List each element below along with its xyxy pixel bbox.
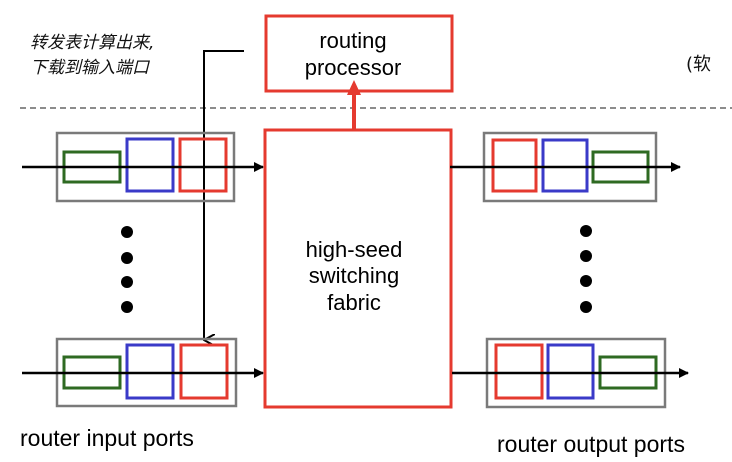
switching-fabric-box: high-seed switching fabric — [263, 128, 453, 409]
queue-buffer-blue — [546, 343, 595, 400]
fabric-label-3: fabric — [327, 290, 381, 315]
annotation-line-2: 下载到输入端口 — [30, 58, 151, 78]
fabric-label-2: switching — [309, 263, 399, 288]
queue-buffer-red — [494, 343, 544, 400]
input-port-bottom — [22, 337, 264, 408]
queue-buffer-red — [491, 138, 538, 193]
output-port-top — [450, 131, 681, 203]
queue-buffer-red — [178, 137, 228, 193]
fabric-label-1: high-seed — [306, 237, 403, 262]
side-note: (软 — [686, 54, 711, 75]
output-ports-ellipsis — [580, 225, 592, 313]
queue-buffer-red — [179, 343, 229, 400]
output-port-bottom — [452, 337, 689, 409]
routing-processor-label-2: processor — [305, 55, 402, 80]
annotation-line-1: 转发表计算出来, — [30, 33, 154, 53]
input-ports-label: router input ports — [20, 425, 194, 451]
forwarding-table-download-arrow — [203, 50, 244, 340]
input-ports-ellipsis — [121, 226, 133, 313]
queue-buffer-blue — [125, 137, 175, 193]
routing-processor-box: routing processor — [264, 14, 454, 93]
queue-buffer-blue — [125, 343, 175, 400]
routing-processor-label-1: routing — [319, 28, 386, 53]
queue-buffer-blue — [541, 138, 589, 193]
output-ports-label: router output ports — [497, 431, 685, 457]
input-port-top — [22, 131, 264, 203]
